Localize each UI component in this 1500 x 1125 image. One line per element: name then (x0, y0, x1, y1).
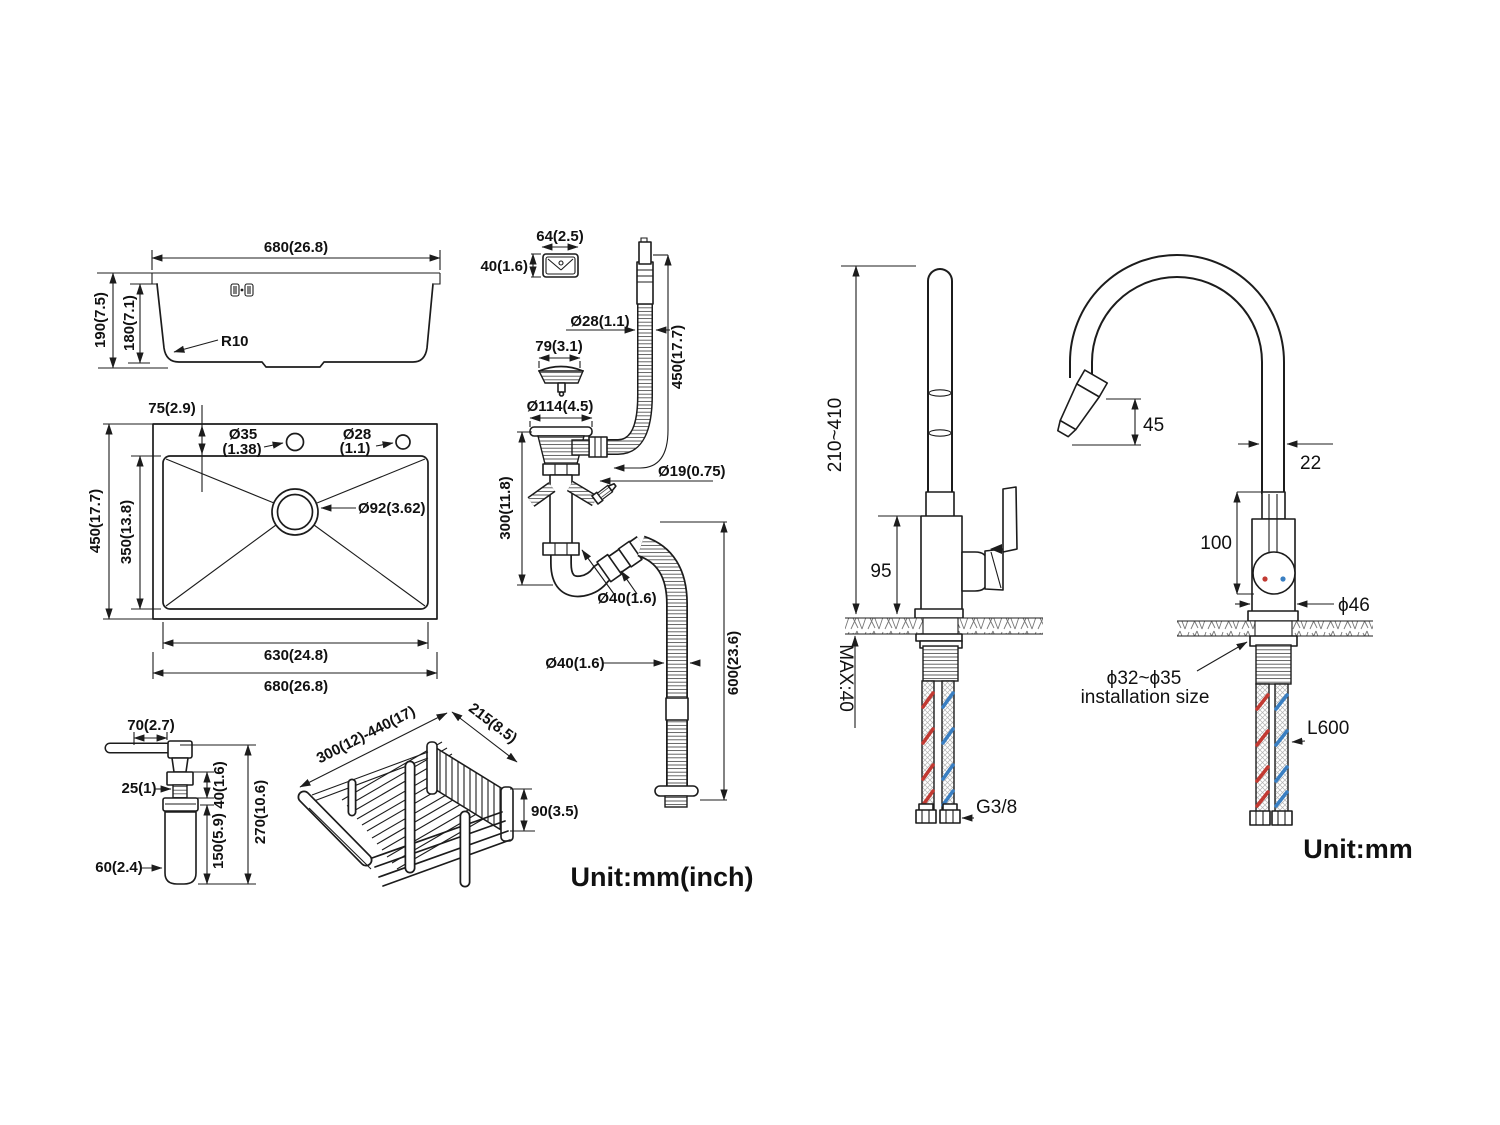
dim-label-outlet-dia: Ø40(1.6) (545, 655, 604, 672)
unit-label-right: Unit:mm (1303, 834, 1413, 864)
dim-label-spout: 70(2.7) (127, 717, 175, 734)
dim-label-faucet-height: 210~410 (825, 398, 846, 473)
dim-label-install2: installation size (1081, 687, 1210, 708)
dim-label-drain-hole: Ø92(3.62) (358, 500, 426, 517)
mixer-ball (1252, 551, 1296, 595)
dim-label-deck-max: MAX:40 (835, 644, 856, 712)
sink-side-view: 680(26.8) 190(7.5) 180(7.1) R10 (92, 239, 441, 369)
dim-label-hole1: Ø35 (229, 426, 257, 443)
dim-label-top-depth: 450(17.7) (87, 489, 104, 553)
dim-label-base-dia: ϕ46 (1338, 595, 1370, 616)
dim-label-overflow-dia: Ø28(1.1) (570, 313, 629, 330)
soap-dispenser: 70(2.7) 25(1) 40(1.6) 150(5.9) 270(10.6)… (95, 717, 269, 885)
dim-label-deck: 75(2.9) (148, 400, 196, 417)
dim-label-hole2: Ø28 (343, 426, 371, 443)
hot-dot (1262, 576, 1268, 582)
dim-label-flange: Ø114(4.5) (527, 398, 594, 415)
faucet-hole (285, 432, 305, 452)
faucet-front-view: 45 22 100 ϕ46 ϕ32~ϕ35 ins (1057, 254, 1413, 864)
dim-label-overflow-len: 450(17.7) (669, 325, 686, 389)
dim-label-tailpiece: 300(11.8) (497, 476, 514, 539)
dim-label-basket-height: 90(3.5) (531, 803, 579, 820)
unit-label-left: Unit:mm(inch) (571, 862, 754, 892)
dim-label-hole2b: (1.1) (340, 440, 371, 457)
spray-head (1057, 369, 1109, 438)
dim-label-bowl-depth2: 350(13.8) (118, 500, 135, 564)
dishwasher-nozzle (591, 482, 617, 505)
dim-label-top-width: 680(26.8) (264, 678, 328, 695)
drain-basket: 300(12)-440(17) 215(8.5) 90(3.5) (297, 700, 579, 888)
faucet-side-view: 210~410 MAX:40 95 (825, 265, 1043, 824)
faucet-handle (1002, 486, 1018, 553)
faucet-holes-icon (230, 283, 254, 297)
dim-label-bottle-dia: 60(2.4) (95, 859, 143, 876)
drain-assembly: 64(2.5) 40(1.6) 450(17.7) Ø28(1.1) 79(3.… (480, 228, 753, 892)
dim-label-overflow-h: 40(1.6) (480, 258, 528, 275)
soap-hole (395, 434, 411, 450)
dim-label-bowl-depth: 180(7.1) (121, 295, 138, 351)
dim-label-thread: G3/8 (976, 797, 1017, 818)
dim-label-side-height: 190(7.5) (92, 292, 109, 348)
dim-label-strainer: 79(3.1) (535, 338, 583, 355)
dim-label-bowl-width: 630(24.8) (264, 647, 328, 664)
dim-label-collar: 40(1.6) (211, 761, 228, 809)
dim-label-basket-width: 215(8.5) (465, 700, 520, 747)
dim-label-head45: 45 (1143, 415, 1164, 436)
dim-label-hose-len: L600 (1307, 718, 1349, 739)
dim-label-body95: 95 (870, 561, 891, 582)
dim-label-nozzle: Ø19(0.75) (658, 463, 726, 480)
dim-label-body100: 100 (1200, 533, 1232, 554)
dim-label-neck: 25(1) (121, 780, 156, 797)
dim-label-side-width: 680(26.8) (264, 239, 328, 256)
dim-label-overall-h: 270(10.6) (252, 780, 269, 844)
dim-label-tube22: 22 (1300, 453, 1321, 474)
dim-label-corner-radius: R10 (221, 333, 249, 350)
dim-label-trap-dia: Ø40(1.6) (597, 590, 656, 607)
sink-top-view: 75(2.9) 450(17.7) 350(13.8) 630(24.8) 68… (87, 400, 438, 695)
dim-label-install1: ϕ32~ϕ35 (1107, 668, 1182, 689)
dim-label-bottle-h: 150(5.9) (210, 813, 227, 869)
dim-label-hole1b: (1.38) (222, 441, 261, 458)
dim-label-overflow-w: 64(2.5) (536, 228, 584, 245)
dim-label-outlet-len: 600(23.6) (725, 631, 742, 695)
cold-dot (1280, 576, 1286, 582)
